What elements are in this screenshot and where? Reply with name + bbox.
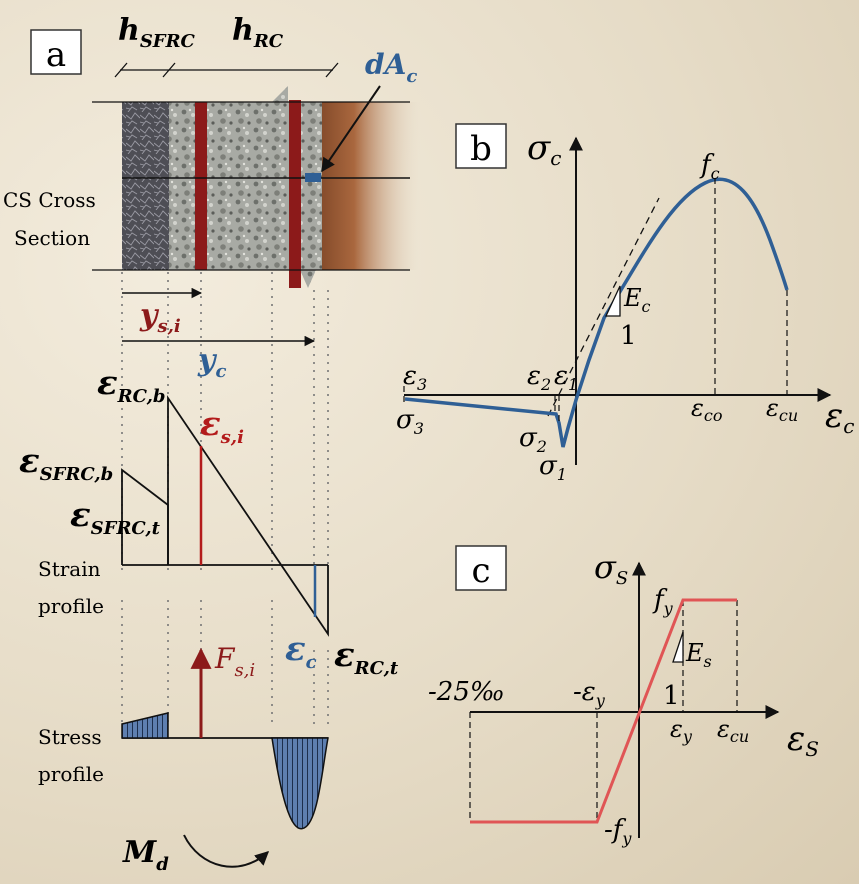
- rc-layer: [169, 102, 300, 270]
- Ec-slope-triangle: [604, 285, 621, 317]
- fy-label: fy: [652, 585, 674, 618]
- fc-label: fc: [699, 150, 720, 183]
- rc-jacket: [272, 86, 322, 288]
- eps3-label: ε3: [403, 361, 427, 394]
- concrete-stress-strain-curve: [404, 177, 789, 448]
- dA-arrow: [321, 85, 381, 173]
- steel-bar-1: [195, 102, 207, 270]
- strain-label-line2: profile: [38, 594, 104, 618]
- neg-fy-label: -fy: [604, 815, 632, 848]
- eps-cu-label: εcu: [717, 715, 749, 746]
- eps1-label: ε1: [554, 361, 578, 394]
- panel-a-tag-box: [30, 29, 82, 75]
- cs-label-line2: Section: [14, 226, 90, 250]
- h-sfrc-label: hSFRC: [118, 13, 196, 52]
- h-rc-label: hRC: [232, 13, 284, 52]
- epscu-label: εcu: [766, 394, 798, 425]
- eps-y-label: εy: [670, 715, 693, 746]
- cs-label-line1: CS Cross: [3, 188, 96, 212]
- panel-a-tag: a: [46, 35, 66, 75]
- panel-b: b σc fc Ec 1 ε3 σ3 ε2 ε1 σ2 σ1 εco εcu ε…: [396, 123, 854, 484]
- eps-sfrcb-label: εSFRC,b: [19, 441, 113, 485]
- sigma1-label: σ1: [539, 451, 567, 484]
- ysi-label: ys,i: [139, 298, 181, 337]
- sfrc-stress-block: [121, 712, 169, 739]
- b-guide-lines: [403, 178, 788, 423]
- rc-stress-block: [271, 737, 329, 830]
- eps-rct-label: εRC,t: [334, 635, 399, 679]
- panel-b-tag: b: [470, 129, 492, 169]
- dA-element: [305, 173, 321, 182]
- sfrc-layer: [122, 102, 169, 270]
- dimension-tick: [162, 62, 176, 78]
- Ec-label: Ec: [623, 284, 651, 316]
- md-label: Md: [122, 835, 169, 875]
- eps2-label: ε2: [527, 361, 551, 394]
- strain-profile: [121, 395, 329, 637]
- tangent-line: [547, 197, 660, 417]
- Es-slope-triangle: [672, 631, 684, 663]
- eps-sfrct-label: εSFRC,t: [70, 495, 161, 539]
- panel-a: a hSFRC hRC dAc CS Cross Section: [3, 13, 420, 875]
- fsi-label: Fs,i: [214, 642, 255, 681]
- yc-label: yc: [197, 343, 226, 382]
- Ec-one-label: 1: [620, 321, 637, 351]
- steel-stress-strain-law: [470, 598, 737, 824]
- panel-c: c σS fy Es 1 -25‰ -εy εy εcu -fy εS: [428, 545, 819, 848]
- sigma-c-label: σc: [527, 128, 561, 170]
- neg-eps-y-label: -εy: [573, 677, 606, 710]
- dimension-tick: [114, 62, 128, 78]
- stress-label-line1: Stress: [38, 725, 102, 749]
- sigma3-label: σ3: [396, 405, 424, 438]
- steel-bar-2: [289, 100, 301, 288]
- sigma2-label: σ2: [519, 423, 547, 456]
- neg-25-permille-label: -25‰: [428, 677, 505, 707]
- eps-rcb-label: εRC,b: [97, 363, 166, 407]
- Es-one-label: 1: [663, 681, 680, 711]
- dimension-tick: [325, 62, 339, 78]
- Es-label: Es: [685, 639, 712, 671]
- stress-label-line2: profile: [38, 762, 104, 786]
- strain-label-line1: Strain: [38, 557, 101, 581]
- c-x-axis-label: εS: [787, 719, 819, 761]
- epsco-label: εco: [691, 394, 722, 425]
- dA-label: dAc: [365, 48, 417, 87]
- eps-c-label: εc: [285, 629, 317, 673]
- panel-c-tag: c: [471, 551, 490, 591]
- panel-c-tag-box: [455, 545, 507, 591]
- panel-b-tag-box: [455, 123, 507, 169]
- sigma-s-label: σS: [594, 548, 628, 589]
- b-x-axis-label: εc: [825, 396, 854, 438]
- moment-arrow: [183, 834, 270, 868]
- eps-si-label: εs,i: [200, 404, 244, 448]
